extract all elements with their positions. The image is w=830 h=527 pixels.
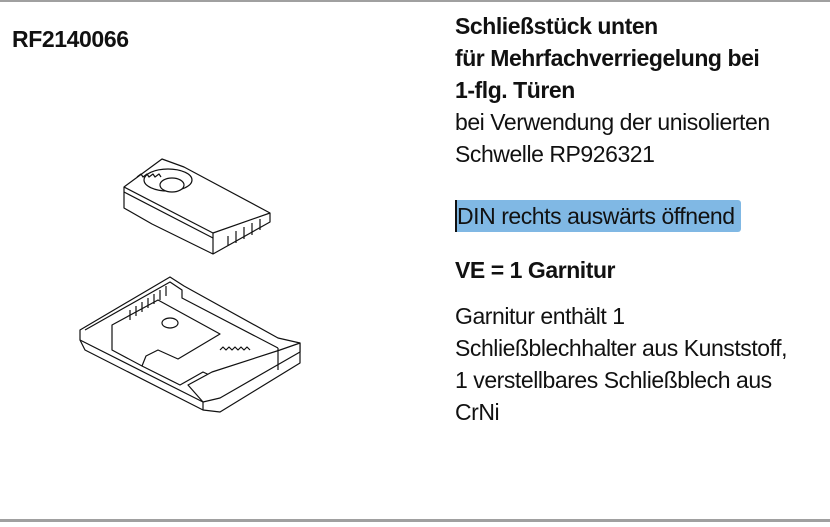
contents-line: 1 verstellbares Schließblech aus <box>455 367 772 393</box>
description-line: Schwelle RP926321 <box>455 141 655 167</box>
bottom-divider <box>0 519 830 522</box>
packaging-unit: VE = 1 Garnitur <box>455 257 616 283</box>
description-line: bei Verwendung der unisolierten <box>455 109 770 135</box>
contents-line: Garnitur enthält 1 <box>455 303 625 329</box>
product-info: Schließstück unten für Mehrfachverriegel… <box>455 10 827 428</box>
title-line: Schließstück unten <box>455 13 658 39</box>
top-divider <box>0 0 830 2</box>
title-line: 1-flg. Türen <box>455 77 575 103</box>
article-number: RF2140066 <box>12 26 129 52</box>
contents-line: CrNi <box>455 399 500 425</box>
product-drawing <box>79 158 301 413</box>
strike-plate-drawing <box>123 158 271 255</box>
title-line: für Mehrfachverriegelung bei <box>455 45 760 71</box>
contents-line: Schließblechhalter aus Kunststoff, <box>455 335 788 361</box>
selected-variant-text[interactable]: DIN rechts auswärts öffnend <box>455 200 741 232</box>
contents: Garnitur enthält 1 Schließblechhalter au… <box>455 300 827 428</box>
holder-drawing <box>79 276 301 413</box>
